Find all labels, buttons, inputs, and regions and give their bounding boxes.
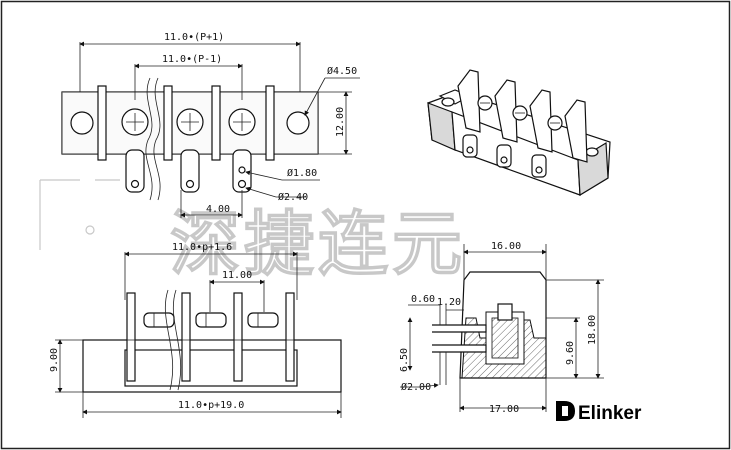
dim-side-pin: Ø2.00 [401, 381, 431, 393]
dim-front-pitch: 11.00 [222, 270, 252, 281]
watermark-text: 深捷连元 [170, 205, 466, 283]
dim-side-t2: 1.20 [437, 297, 461, 308]
mount-hole-icon [286, 111, 310, 135]
dim-side-t1: 0.60 [411, 294, 435, 305]
dim-front-top: 11.0•p+1.6 [172, 242, 232, 253]
front-view: 11.0•p+1.6 11.00 9.00 11.0•p+19.0 [49, 242, 342, 418]
dim-pin-large: Ø2.40 [278, 191, 308, 203]
dim-front-bottom: 11.0•p+19.0 [178, 400, 244, 411]
top-view: 11.0•(P+1) 11.0•(P-1) Ø4.50 12.00 Ø1.80 … [61, 32, 360, 218]
dim-side-h3: 18.00 [587, 315, 598, 345]
dim-pitch-span: 11.0•(P-1) [162, 54, 222, 65]
watermark: 深捷连元 [39, 179, 466, 284]
iso-view [427, 69, 611, 197]
dim-pin-small: Ø1.80 [287, 167, 317, 179]
dim-height-top: 12.00 [335, 107, 346, 137]
dim-side-width: 16.00 [491, 241, 521, 252]
brand-name: Elinker [578, 403, 642, 424]
dim-overall-top: 11.0•(P+1) [164, 32, 224, 43]
dim-side-bottom: 17.00 [489, 404, 519, 415]
dim-front-height: 9.00 [49, 348, 60, 372]
dim-side-h2: 9.60 [565, 341, 576, 365]
dim-side-h1: 6.50 [399, 348, 410, 372]
side-view: 16.00 0.60 1.20 6.50 9.60 18.00 Ø2.00 17… [399, 241, 604, 415]
dim-pin-pitch: 4.00 [206, 204, 230, 215]
brand-logo: Elinker [556, 401, 642, 424]
dim-hole-dia: Ø4.50 [327, 65, 357, 77]
